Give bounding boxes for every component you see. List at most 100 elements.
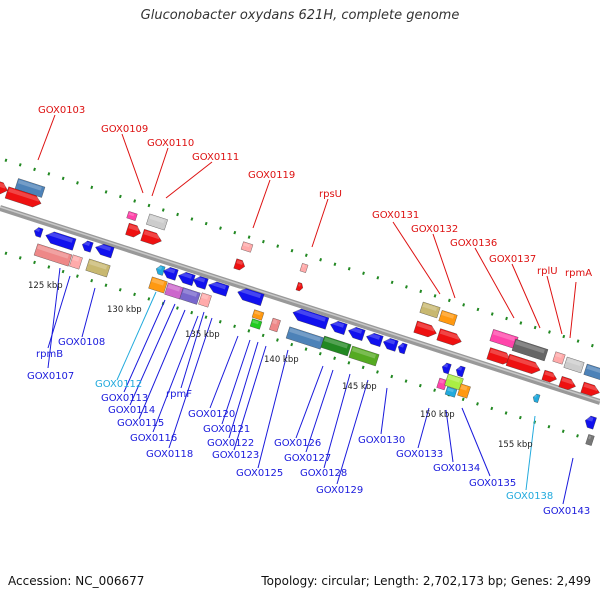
gene-glyph [14,178,46,198]
gene-glyph [413,320,437,338]
gene-glyph [156,265,166,276]
gene-glyph [233,258,245,271]
gene-label: rpmF [166,389,192,400]
gene-label: GOX0103 [38,105,85,116]
gene-glyph [511,338,549,362]
gene-features [0,178,600,446]
gene-label: GOX0135 [469,478,516,489]
accession-text: Accession: NC_006677 [8,574,145,588]
gene-glyph [398,342,408,355]
gene-label: GOX0136 [450,238,497,249]
gene-label: GOX0123 [212,450,259,461]
genome-title: Gluconobacter oxydans 621H, complete gen… [140,8,460,23]
gene-glyph [251,309,265,321]
gene-label: GOX0127 [284,453,331,464]
gene-glyph [126,211,138,221]
tick-label: 145 kbp [342,382,377,392]
gene-glyph [237,287,265,306]
gene-glyph [34,227,44,238]
gene-label: GOX0130 [358,435,405,446]
gene-glyph [457,383,471,399]
gene-label: GOX0125 [236,468,283,479]
gene-label: GOX0121 [203,424,250,435]
gene-label: GOX0114 [108,405,155,416]
gene-label: rpsU [319,189,342,200]
gene-label: GOX0122 [207,438,254,449]
gene-glyph [45,230,77,251]
gene-label: GOX0120 [188,409,235,420]
gene-glyph [269,317,281,333]
gene-label: GOX0107 [27,371,74,382]
gene-glyph [146,213,168,231]
gene-glyph [163,266,179,281]
gene-label: GOX0111 [192,152,239,163]
gene-glyph [95,243,115,259]
gene-label: GOX0116 [130,433,177,444]
gene-label: GOX0137 [489,254,536,265]
gene-glyph [295,282,304,292]
label-leader-lines [37,114,577,505]
gene-label: GOX0133 [396,449,443,460]
gene-label: rpmA [565,268,592,279]
gene-label: GOX0134 [433,463,480,474]
gene-glyph [583,363,600,381]
tick-label: 155 kbp [498,440,533,450]
gene-glyph [541,369,557,383]
gene-glyph [383,337,399,352]
gene-glyph [348,345,380,367]
gene-label: GOX0108 [58,337,105,348]
gene-glyph [366,332,384,347]
gene-glyph [179,287,201,305]
gene-glyph [292,307,330,330]
inner-track-dotted-line [4,251,600,445]
gene-glyph [552,351,566,365]
gene-label: GOX0128 [300,468,347,479]
gene-glyph [164,282,184,300]
gene-glyph [198,292,212,308]
gene-glyph [0,179,8,195]
gene-label: GOX0115 [117,418,164,429]
gene-glyph [208,280,230,297]
gene-glyph [240,241,254,253]
gene-glyph [438,310,458,326]
gene-glyph [532,393,541,403]
gene-label: GOX0110 [147,138,194,149]
gene-label: GOX0138 [506,491,553,502]
gene-glyph [285,326,325,350]
genome-summary-text: Topology: circular; Length: 2,702,173 bp… [261,574,591,588]
gene-label: GOX0109 [101,124,148,135]
gene-label: GOX0132 [411,224,458,235]
gene-glyph [505,353,541,374]
gene-glyph [486,347,512,365]
gene-label: rplU [537,266,558,277]
gene-glyph [82,240,94,253]
gene-glyph [330,320,348,335]
tick-label: 125 kbp [28,281,63,291]
genome-backbone [0,205,600,405]
gene-glyph [125,222,141,238]
gene-label: GOX0126 [274,438,321,449]
gene-label: GOX0118 [146,449,193,460]
gene-glyph [193,275,209,290]
gene-glyph [585,415,597,430]
gene-glyph [85,258,111,278]
tick-label: 150 kbp [420,410,455,420]
gene-glyph [456,365,466,378]
gene-glyph [436,377,448,391]
gene-glyph [249,318,263,330]
gene-label: GOX0131 [372,210,419,221]
tick-label: 135 kbp [185,330,220,340]
gene-glyph [436,328,462,346]
gene-label: rpmB [36,349,63,360]
gene-glyph [140,229,162,245]
gene-label: GOX0119 [248,170,295,181]
gene-label: GOX0129 [316,485,363,496]
gene-glyph [442,362,452,375]
gene-glyph [558,376,576,390]
gene-glyph [299,263,309,273]
gene-glyph [320,335,352,357]
gene-glyph [419,301,441,319]
